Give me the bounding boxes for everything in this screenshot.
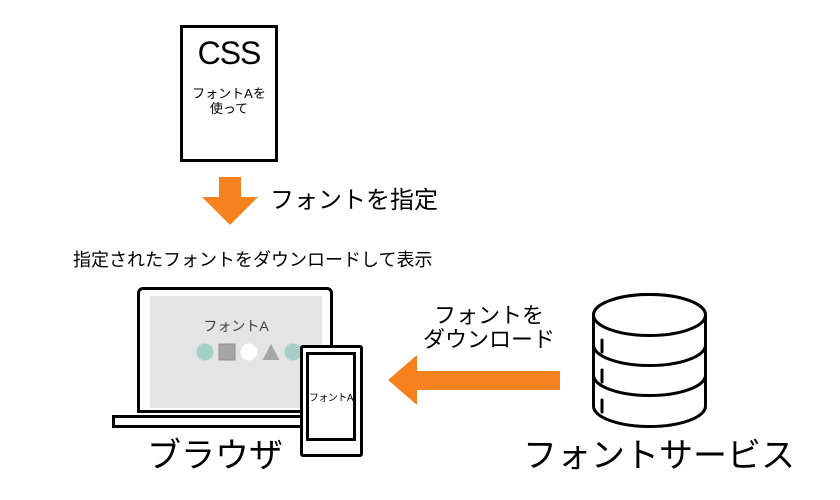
- left-arrow-shape: [388, 355, 560, 405]
- smartphone-icon: フォントA: [300, 345, 363, 457]
- left-arrow-icon: [388, 355, 560, 405]
- teal-circle-shape: [284, 343, 302, 361]
- down-arrow-shape: [202, 177, 258, 225]
- phone-font-text: フォントA: [308, 393, 354, 404]
- download-display-caption: 指定されたフォントをダウンロードして表示: [73, 250, 433, 270]
- css-card-body-line2: 使って: [209, 101, 249, 116]
- smartphone-screen: フォントA: [306, 352, 356, 441]
- white-circle-shape: [240, 343, 258, 361]
- css-card-body: フォントAを 使って: [183, 86, 275, 116]
- down-arrow-icon: [202, 177, 258, 225]
- specify-font-label: フォントを指定: [270, 187, 438, 214]
- database-band-arc: [592, 344, 707, 367]
- gray-square-shape: [218, 343, 236, 361]
- font-service-label: フォントサービス: [523, 437, 795, 475]
- teal-circle-shape: [196, 343, 214, 361]
- css-card-title: CSS: [197, 35, 262, 71]
- download-font-label: フォントを ダウンロード: [400, 304, 578, 352]
- laptop-display: フォントA: [150, 296, 322, 408]
- browser-label: ブラウザ: [147, 437, 283, 475]
- font-sample-shapes: [196, 343, 302, 361]
- download-font-label-line2: ダウンロード: [422, 327, 555, 352]
- database-icon: [592, 293, 707, 428]
- gray-triangle-shape: [262, 344, 280, 360]
- laptop-screen-font-text: フォントA: [203, 318, 269, 334]
- css-card-body-line1: フォントAを: [192, 86, 266, 101]
- database-top-ellipse: [592, 293, 707, 337]
- css-document-card: CSS フォントAを 使って: [180, 25, 278, 162]
- download-font-label-line1: フォントを: [433, 303, 544, 328]
- database-band-arc: [592, 374, 707, 397]
